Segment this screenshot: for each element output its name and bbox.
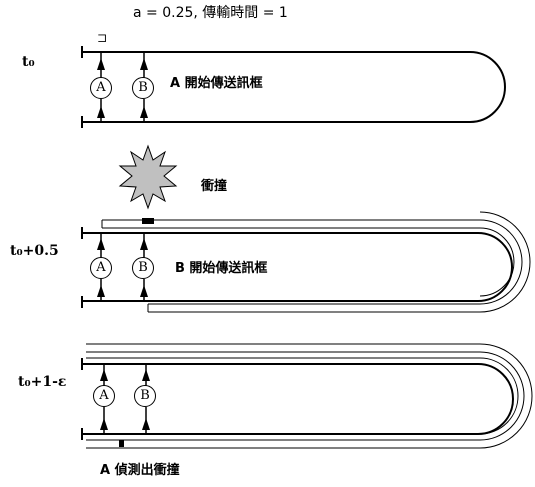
station-a: A xyxy=(90,77,112,99)
panel-t1-taps xyxy=(100,364,150,434)
station-b: B xyxy=(132,77,154,99)
panel-t0-taps xyxy=(97,52,148,122)
time-label-t05: t₀+0.5 xyxy=(10,243,59,259)
diagram-header: a = 0.25, 傳輸時間 = 1 xyxy=(133,5,288,21)
frame-marker: ⊐ xyxy=(97,31,108,45)
panel-t1-bus xyxy=(81,358,514,440)
station-b: B xyxy=(132,257,154,279)
panel-t05-bus xyxy=(81,227,513,308)
time-label-t0: t₀ xyxy=(22,54,35,70)
station-a: A xyxy=(93,385,115,407)
collision-label: 衝撞 xyxy=(201,179,228,194)
caption-t1: A 偵測出衝撞 xyxy=(100,463,180,478)
time-label-t1: t₀+1-ε xyxy=(18,374,67,390)
panel-t0-bus xyxy=(81,46,506,128)
station-a: A xyxy=(90,257,112,279)
panel-t05-taps xyxy=(97,233,148,301)
panel-t05-signal-outer xyxy=(101,211,531,313)
panel-t1-signal-outer xyxy=(86,343,533,449)
caption-t0: A 開始傳送訊框 xyxy=(170,76,263,91)
caption-t05: B 開始傳送訊框 xyxy=(175,261,268,276)
panel-t05-collision-burst xyxy=(118,144,178,224)
station-b: B xyxy=(134,385,156,407)
